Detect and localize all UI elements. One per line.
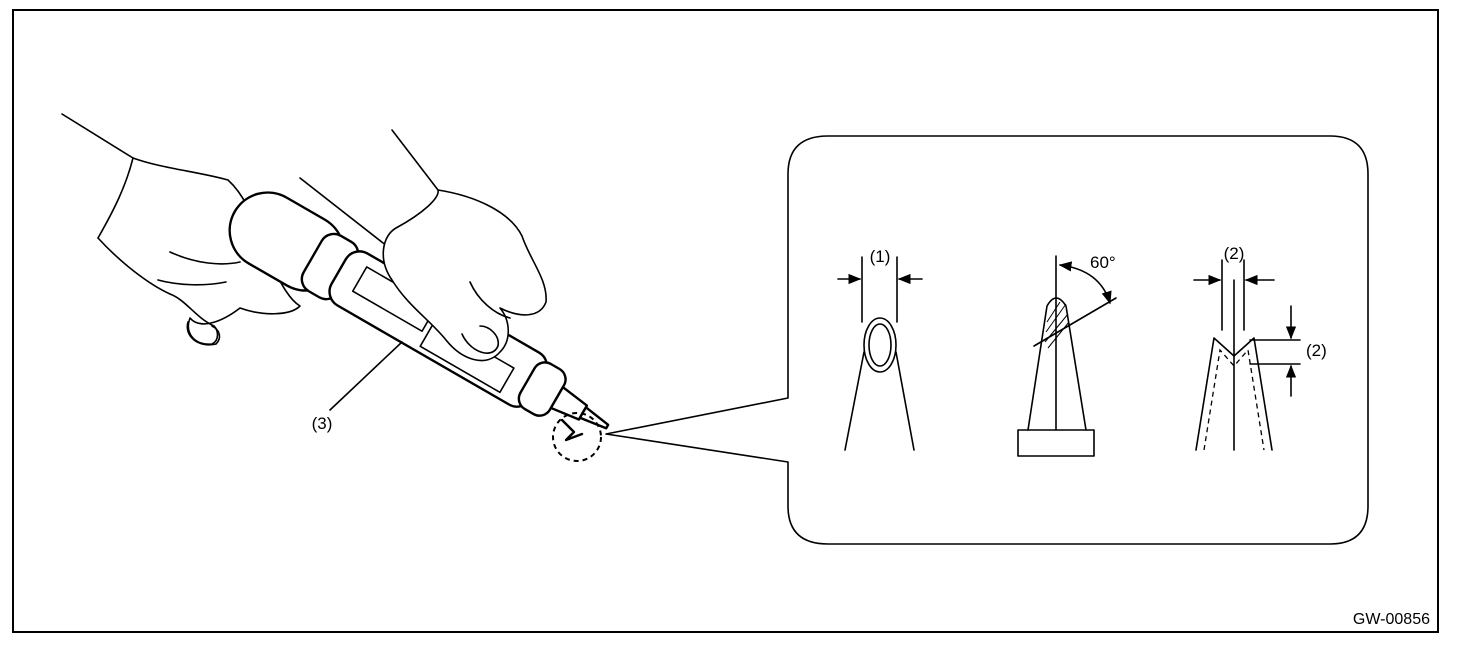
- hands-with-sealant-gun-illustration: [61, 113, 610, 462]
- callout-3-label: (3): [312, 414, 333, 433]
- callout-2-top-label: (2): [1224, 244, 1245, 263]
- figure-id-label: GW-00856: [1353, 611, 1430, 628]
- figure-frame: [12, 9, 1439, 633]
- detail-circle: [552, 412, 602, 462]
- nozzle-opening-width-detail: (1): [837, 247, 923, 451]
- callout-2-side-label: (2): [1306, 341, 1327, 360]
- nozzle-detail-panel: (1) 60°: [605, 135, 1369, 545]
- callout-1-label: (1): [870, 247, 891, 266]
- callout-3-leader: [329, 341, 403, 411]
- nozzle-cut-angle-detail: 60°: [1017, 253, 1117, 457]
- nozzle-bead-size-detail: (2) (2): [1193, 244, 1327, 451]
- cut-angle-label: 60°: [1090, 253, 1116, 272]
